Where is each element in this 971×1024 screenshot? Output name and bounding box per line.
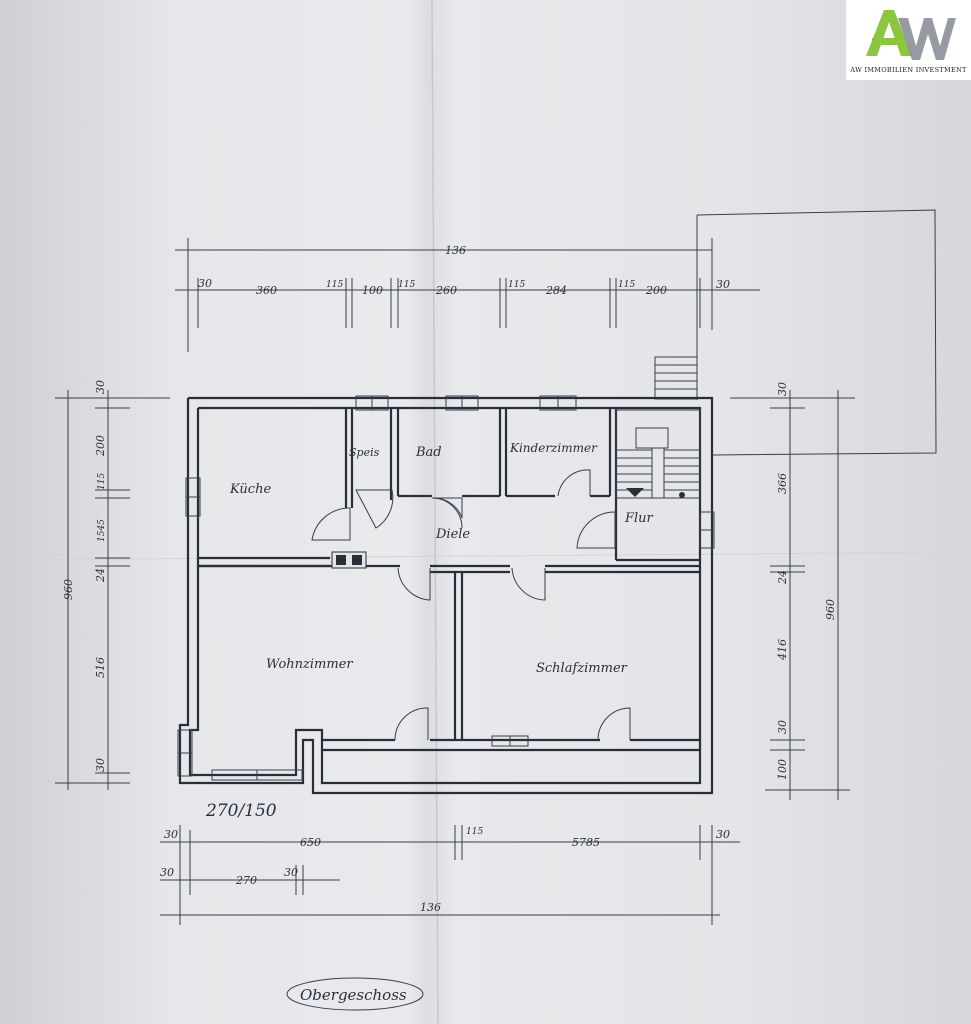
room-label-kinderzimmer: Kinderzimmer: [509, 441, 598, 455]
logo-subtitle: AW IMMOBILIEN INVESTMENT: [850, 66, 967, 74]
dim-top-seg: 284: [545, 284, 567, 297]
dim-right-seg: 30: [776, 720, 789, 734]
room-label-wohnzimmer: Wohnzimmer: [266, 657, 353, 672]
room-label-kueche: Küche: [229, 482, 271, 497]
dim-left-overall: 960: [62, 579, 75, 600]
floor-label: Obergeschoss: [300, 986, 407, 1004]
dim-top-seg: 115: [326, 280, 343, 290]
dim-bottom-overall: 136: [420, 901, 441, 914]
terrace-outline: [696, 209, 937, 456]
dim-bottom-row1: 650: [300, 836, 321, 849]
dim-right-seg: 30: [776, 382, 789, 396]
logo: AW IMMOBILIEN INVESTMENT: [846, 0, 971, 80]
dim-right-seg: 416: [776, 639, 789, 661]
logo-aw-mark: [866, 10, 956, 60]
dim-left-seg: 24: [94, 568, 107, 583]
dim-bottom-row1: 115: [466, 827, 483, 837]
exterior-stair: [654, 356, 698, 400]
dimension-bottom: [160, 825, 740, 925]
outer-walls: [178, 396, 714, 795]
dim-left-seg: 1545: [97, 519, 107, 542]
interior-staircase: [615, 409, 701, 499]
dimension-top: [175, 238, 760, 352]
window-size-label: 270/150: [205, 801, 277, 821]
interior-walls: [198, 408, 700, 742]
dimension-left: [55, 390, 170, 790]
dim-right-seg: 24: [776, 570, 789, 585]
dim-bottom-row1: 5785: [572, 836, 600, 849]
dim-left-seg: 200: [94, 435, 107, 457]
room-label-schlafzimmer: Schlafzimmer: [536, 661, 628, 676]
dim-left-seg: 516: [94, 657, 107, 678]
floor-label-outline: [286, 977, 424, 1011]
room-label-diele: Diele: [435, 527, 470, 542]
door-swings: [311, 469, 631, 741]
dim-top-seg: 100: [362, 284, 383, 297]
dim-right-seg: 366: [776, 473, 789, 494]
dim-right-overall: 960: [824, 599, 837, 620]
dim-bottom-row2: 270: [235, 874, 257, 887]
dim-right-seg: 100: [776, 759, 789, 780]
dim-top-seg: 115: [398, 280, 415, 290]
windows: [177, 395, 715, 781]
dim-top-seg: 115: [618, 280, 635, 290]
dim-bottom-row2: 30: [284, 866, 298, 879]
room-label-speis: Speis: [349, 446, 380, 459]
dim-left-seg: 30: [94, 380, 107, 394]
dim-top-seg: 30: [198, 277, 212, 290]
dim-top-overall: 136: [445, 244, 466, 257]
dim-bottom-row2: 30: [160, 866, 174, 879]
dim-top-seg: 115: [508, 280, 525, 290]
dimension-right: [730, 390, 855, 800]
dim-left-seg: 115: [97, 473, 107, 490]
room-label-flur: Flur: [624, 511, 654, 526]
dim-top-seg: 30: [716, 278, 730, 291]
dim-bottom-row1: 30: [164, 828, 178, 841]
dim-top-seg: 260: [435, 284, 457, 297]
room-label-bad: Bad: [415, 445, 442, 460]
dim-top-seg: 360: [256, 284, 277, 297]
dim-left-seg: 30: [94, 758, 107, 772]
fold-line-horizontal: [0, 551, 971, 561]
dim-top-seg: 200: [645, 284, 667, 297]
fold-line-vertical: [431, 0, 439, 1024]
dim-bottom-row1: 30: [716, 828, 730, 841]
